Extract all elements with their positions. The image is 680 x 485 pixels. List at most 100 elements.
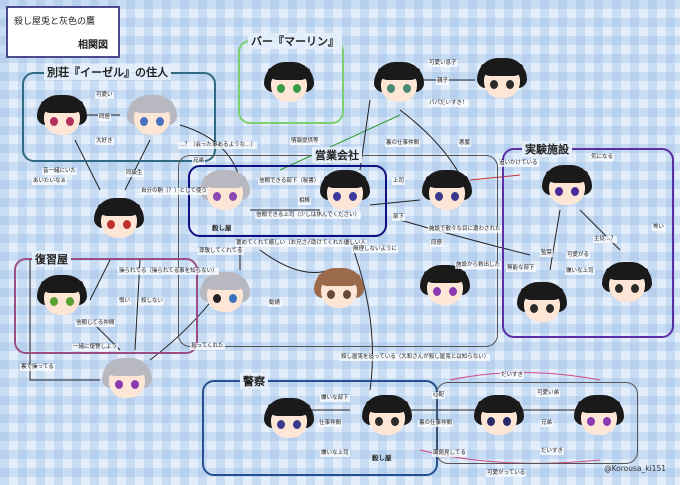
relation-label: 嫌いな部下 (320, 395, 350, 402)
arrow (579, 209, 621, 251)
arrow (399, 109, 461, 176)
title-box: 殺し屋兎と灰色の鷹 相関図 (6, 6, 120, 58)
relation-label: 嫌いな上司 (320, 450, 350, 457)
arrow (89, 259, 111, 301)
arrow (349, 239, 373, 391)
relation-label: 可愛い息子 (428, 60, 458, 67)
character-villa-black-hair (35, 95, 89, 139)
relation-label: 相棒 (298, 198, 312, 205)
relation-label: 勧誘 (268, 300, 282, 307)
relation-label: 操られてる（操られてる事を知らない） (118, 268, 219, 275)
relation-label: 拾ってくれた (190, 343, 225, 350)
relation-label: 追いかけている (498, 160, 539, 167)
relation-label: 助けてくれた優しい人 (310, 240, 367, 247)
character-lab-boy (600, 262, 654, 306)
relation-label: 気になる (590, 154, 615, 161)
group-label-police: 警察 (240, 373, 268, 389)
relation-label: 憎い (118, 298, 132, 305)
arrow (369, 199, 421, 206)
arrow (399, 219, 531, 256)
relation-label: 同僚 (430, 240, 444, 247)
arrow (74, 139, 101, 191)
relation-label: 可愛がっている (486, 470, 527, 477)
character-sales-grey-hair (198, 170, 252, 214)
relation-label: だいすき (540, 448, 565, 455)
relation-label: 仕事仲間 (318, 420, 343, 427)
group-police (202, 380, 438, 476)
relation-label: 上司 (392, 178, 406, 185)
relation-label: 面倒見してる (432, 450, 467, 457)
relation-label: 同居 (98, 114, 112, 121)
character-red-eyes (92, 198, 146, 242)
relation-label: 無能な部下 (506, 265, 536, 272)
character-son (475, 58, 529, 102)
relation-label: 兄弟 (540, 420, 554, 427)
relation-label: 施設から救出した (455, 262, 502, 269)
relation-label: 嫌いな上司 (565, 268, 595, 275)
group-label-sales: 営業会社 (312, 147, 362, 163)
character-bar-owner (262, 62, 316, 106)
relation-label: 褒めてくれて嬉しい（お兄さん…） (235, 240, 325, 247)
character-purple-eyes (418, 265, 472, 309)
relation-label: 信頼できる部下（秘書） (258, 178, 321, 185)
relation-label: 自分の駒（？）として使う (140, 188, 208, 195)
relation-label: 無理しないように (352, 246, 398, 253)
page-subtitle: 相関図 (78, 40, 108, 51)
character-police-killer (360, 395, 414, 439)
character-tag-killer-sales: 殺し屋 (212, 224, 232, 232)
relation-label: 可愛がる (566, 252, 591, 259)
relation-label: 同級生 (125, 170, 144, 177)
relation-label: パパだいすき！ (428, 100, 469, 107)
character-younger-brother (572, 395, 626, 439)
character-tag-killer-police: 殺し屋 (372, 454, 392, 462)
character-police-officer (262, 398, 316, 442)
group-label-villa: 別荘『イーゼル』の住人 (44, 64, 171, 80)
relation-label: 施設で散々な目に遭わされた (428, 226, 502, 233)
group-sales-inner (188, 165, 387, 237)
character-older-brother (472, 395, 526, 439)
character-father (372, 62, 426, 106)
relation-label: だいすき (500, 372, 525, 379)
relation-label: 主従…？ (593, 236, 618, 243)
relation-label: 信頼してる仲間 (75, 320, 116, 327)
arrow (449, 372, 601, 381)
character-sales-subordinate (420, 170, 474, 214)
page-title: 殺し屋兎と灰色の鷹 (14, 17, 96, 27)
relation-label: 尊敬してくれてる (198, 248, 244, 255)
arrow (549, 209, 561, 271)
arrow (29, 260, 100, 381)
relation-label: 親子 (436, 78, 450, 85)
relation-label: 裏の仕事仲間 (418, 420, 454, 427)
relation-label: 裏の仕事仲間 (385, 140, 421, 147)
relation-label: 信頼できる上司（少しは休んでください） (255, 212, 362, 219)
arrow (469, 174, 521, 181)
group-label-bar: バー『マーリン』 (248, 33, 342, 49)
character-lab-captive (515, 282, 569, 326)
character-revenge-green-eyes (35, 275, 89, 319)
relation-label: 兄弟 (192, 158, 206, 165)
relation-label: 可愛い弟 (536, 390, 561, 397)
relation-label: 裏で操ってる (20, 364, 55, 371)
arrow (134, 259, 141, 351)
relation-label: 悪魔 (458, 140, 472, 147)
group-lab (502, 148, 674, 338)
group-label-revenge: 復習屋 (32, 251, 71, 267)
relation-label: 殺し屋兎を追っている（大和さんが殺し屋兎とは知らない） (340, 354, 491, 361)
relation-label: 可愛い (95, 92, 114, 99)
relation-label: 一緒に復讐しよう (72, 344, 119, 351)
arrow (279, 114, 401, 171)
credit-handle: @Korousa_ki151 (604, 464, 666, 473)
character-sales-boss (318, 170, 372, 214)
relation-label: 殺しない (140, 298, 165, 305)
relation-label: 監禁 (540, 250, 554, 257)
relation-label: 部下 (392, 214, 406, 221)
relation-label: 情報提供等 (290, 138, 320, 145)
relation-label: …？（会った事あるような…） (178, 142, 258, 149)
character-revenge-leader (100, 358, 154, 402)
relation-label: 怖い (652, 224, 666, 231)
group-label-lab: 実験施設 (522, 141, 572, 157)
character-lab-researcher (540, 165, 594, 209)
character-brown-hair (312, 268, 366, 312)
group-revenge (14, 258, 198, 354)
